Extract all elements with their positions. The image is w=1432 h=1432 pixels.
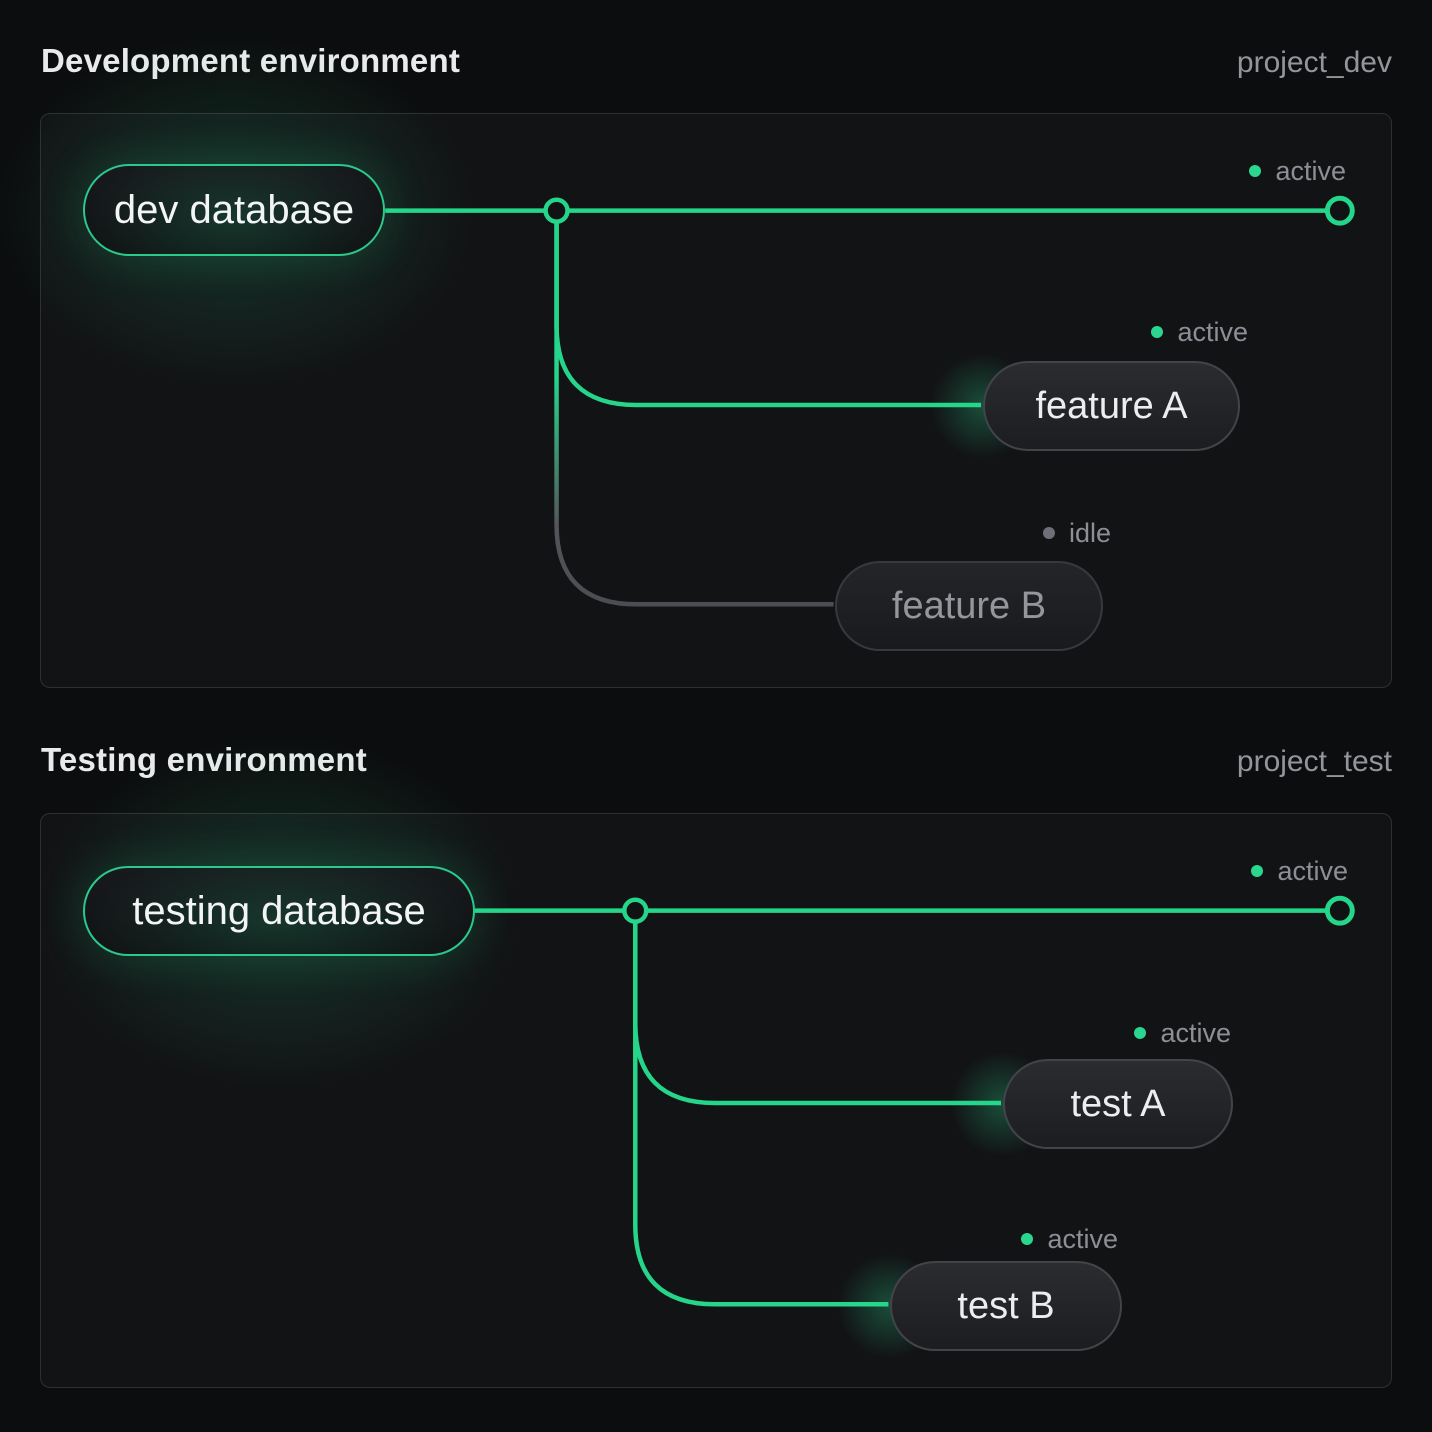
branch-line-test-a xyxy=(633,910,1002,1106)
dev-section-header: Development environment project_dev xyxy=(41,42,1392,80)
dev-database-node[interactable]: dev database xyxy=(83,164,385,256)
feature-b-label: feature B xyxy=(891,584,1047,627)
feature-a-status: active xyxy=(1151,316,1248,348)
status-label: active xyxy=(1160,1017,1231,1048)
test-a-node[interactable]: test A xyxy=(1003,1059,1233,1149)
testing-environment-panel: testing database test A test B active ac… xyxy=(0,676,1392,1388)
test-b-label: test B xyxy=(957,1284,1055,1327)
status-label: active xyxy=(1275,155,1346,186)
status-dot-icon xyxy=(1021,1233,1034,1245)
test-a-status: active xyxy=(1134,1017,1231,1049)
test-b-status: active xyxy=(1021,1223,1118,1255)
dev-branch-tree-lines xyxy=(385,195,1355,607)
test-main-status: active xyxy=(1251,855,1348,887)
test-a-label: test A xyxy=(1070,1082,1166,1125)
dev-environment-panel: dev database feature A feature B active … xyxy=(0,0,1392,688)
feature-b-node[interactable]: feature B xyxy=(835,561,1103,651)
test-b-node[interactable]: test B xyxy=(890,1261,1122,1351)
dev-section-title: Development environment xyxy=(41,42,461,79)
feature-a-node[interactable]: feature A xyxy=(983,361,1240,451)
test-section-title: Testing environment xyxy=(41,741,367,778)
feature-b-status: idle xyxy=(1042,517,1111,549)
main-branch-endpoint-node xyxy=(1324,895,1355,926)
branch-line-test-b xyxy=(633,910,889,1307)
main-branch-endpoint-node xyxy=(1324,195,1355,226)
status-dot-icon xyxy=(1249,165,1262,177)
status-dot-icon xyxy=(1151,326,1164,338)
status-dot-icon xyxy=(1042,527,1055,539)
status-dot-icon xyxy=(1251,865,1264,877)
testing-database-label: testing database xyxy=(132,888,426,933)
dev-database-label: dev database xyxy=(113,187,355,232)
testing-database-node[interactable]: testing database xyxy=(83,866,475,956)
branch-line-feature-b xyxy=(554,210,834,607)
feature-a-label: feature A xyxy=(1035,384,1188,427)
branch-junction-node xyxy=(622,897,649,924)
status-label: active xyxy=(1277,855,1348,886)
dev-project-label: project_dev xyxy=(1236,46,1392,79)
status-label: active xyxy=(1177,316,1248,347)
branch-line-feature-a xyxy=(554,210,982,408)
status-label: active xyxy=(1047,1223,1118,1254)
branch-junction-node xyxy=(543,197,570,224)
status-label: idle xyxy=(1068,517,1111,548)
test-branch-tree-lines xyxy=(474,895,1355,1307)
dev-main-status: active xyxy=(1249,155,1346,187)
status-dot-icon xyxy=(1134,1027,1147,1039)
test-project-label: project_test xyxy=(1236,745,1392,778)
test-section-header: Testing environment project_test xyxy=(41,741,1392,779)
